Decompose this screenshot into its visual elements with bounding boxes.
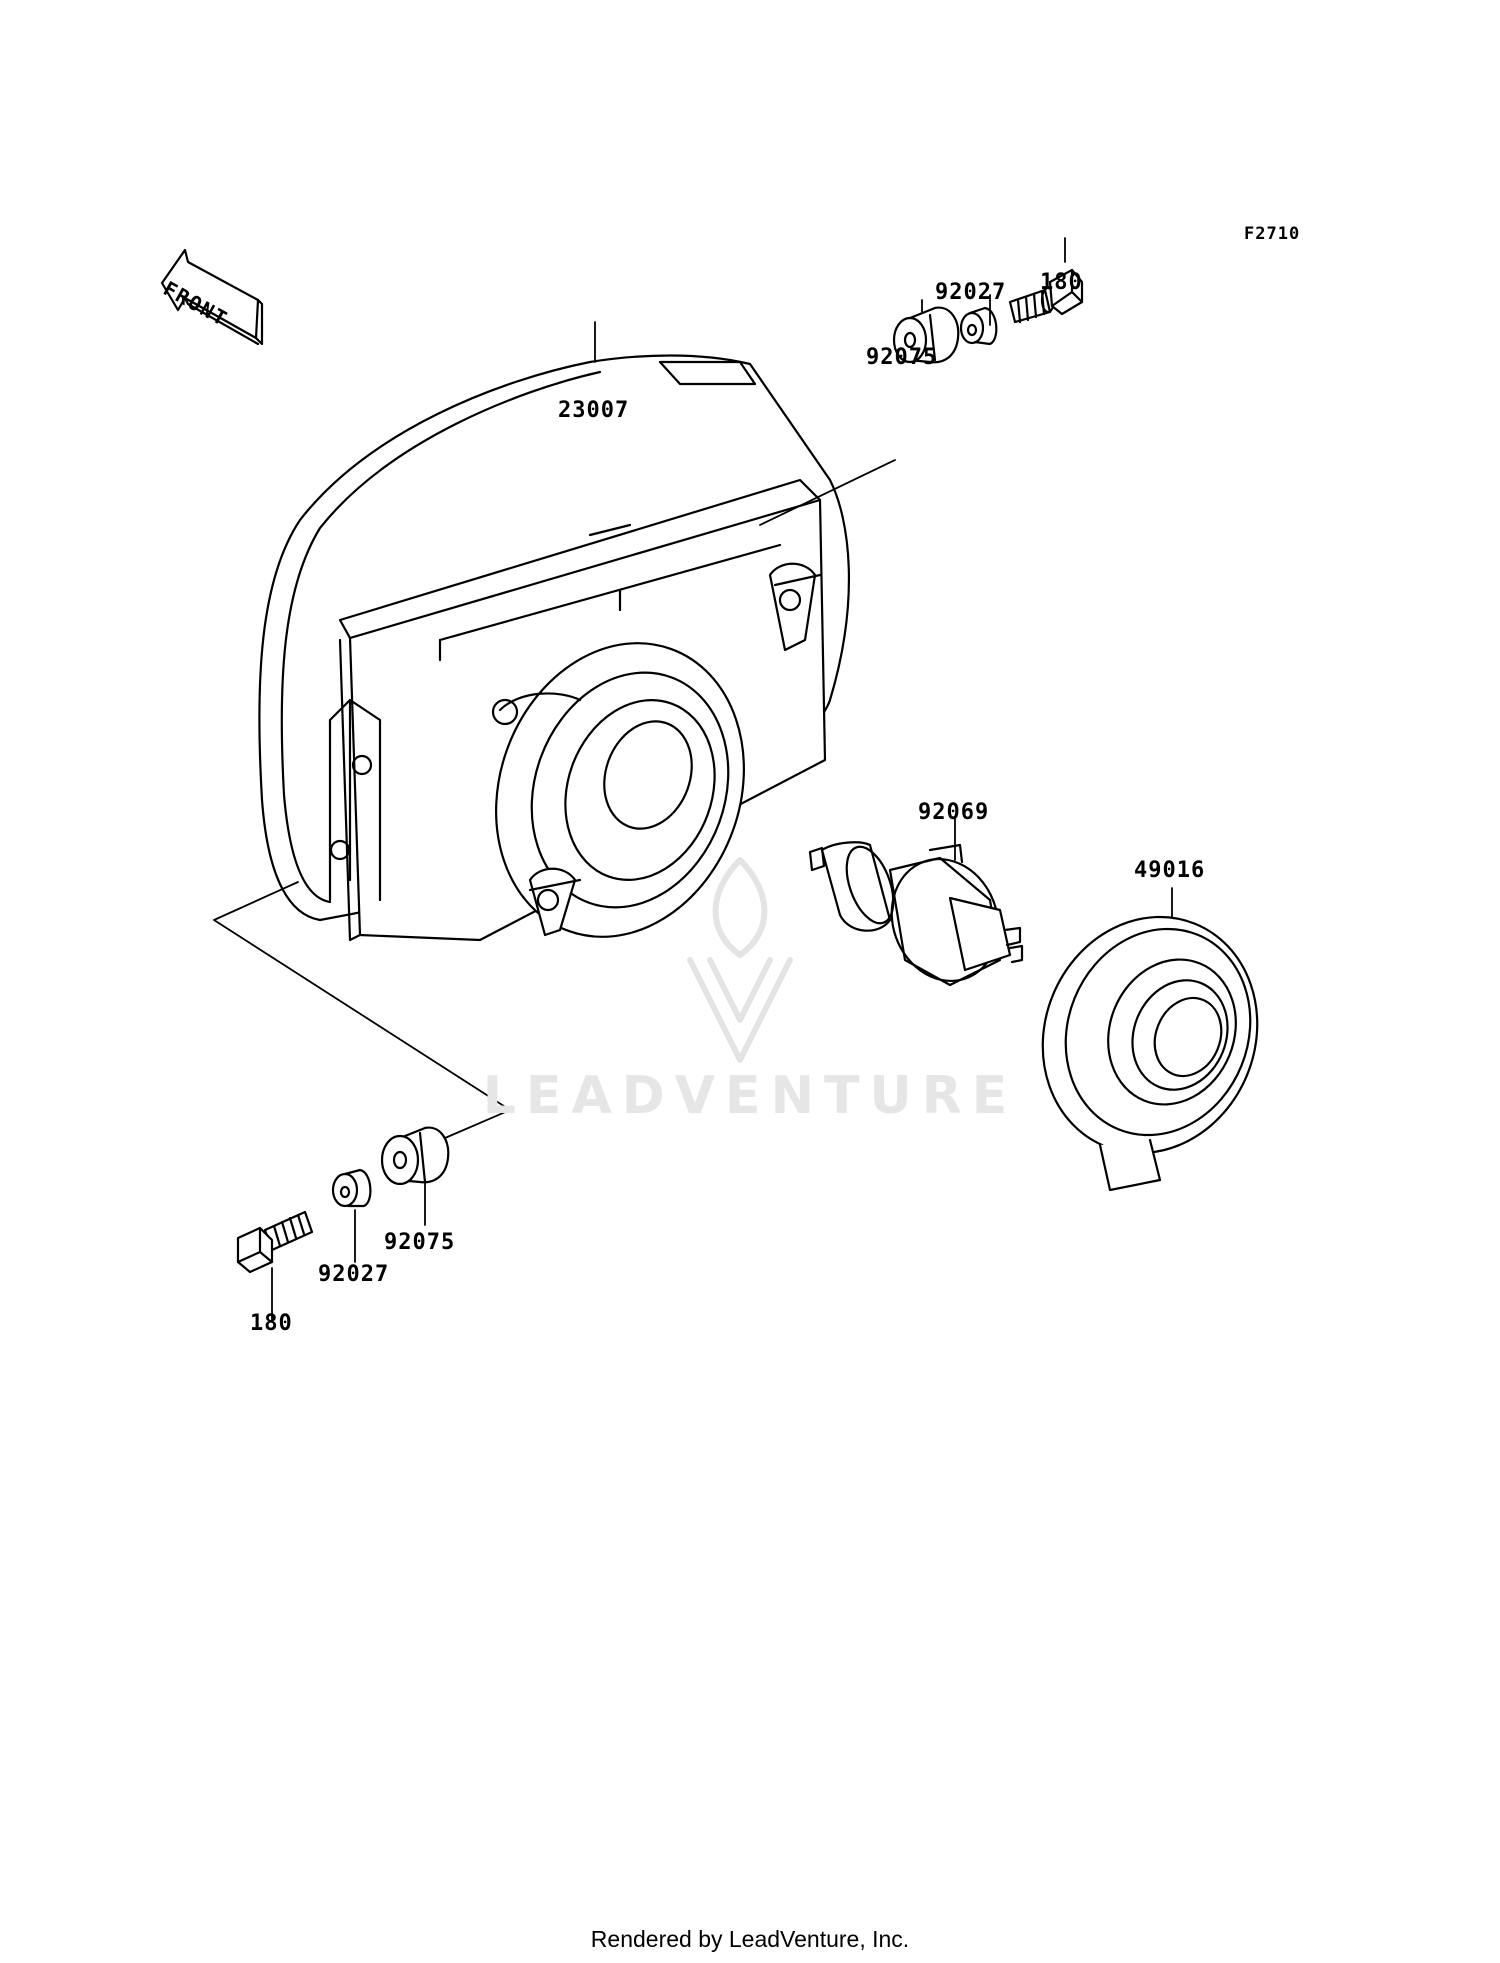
headlight-unit-23007 (258, 354, 851, 942)
callout-bolt-top: 180 (1040, 270, 1083, 295)
callout-bulb-cap: 49016 (1134, 858, 1206, 883)
front-arrow-icon (160, 248, 264, 346)
grommet-92075-bottom (380, 1126, 450, 1186)
bulb-92069 (808, 841, 1024, 987)
callout-collar-top: 92027 (935, 280, 1007, 305)
callout-bulb: 92069 (918, 800, 990, 825)
bulb-cap-49016 (1041, 915, 1259, 1192)
footer-credit: Rendered by LeadVenture, Inc. (590, 1926, 910, 1952)
collar-92027-bottom (331, 1168, 372, 1208)
callout-bolt-bottom: 180 (250, 1311, 293, 1336)
callout-collar-bottom: 92027 (318, 1262, 390, 1287)
bolt-180-top (1008, 268, 1084, 324)
figure-code: F2710 (1244, 224, 1301, 244)
bolt-180-bottom (236, 1210, 314, 1274)
callout-grommet-top: 92075 (866, 345, 938, 370)
collar-92027-top (959, 306, 998, 346)
watermark-text: LEADVENTURE (482, 1066, 1018, 1126)
watermark-logo (687, 857, 793, 1063)
grommet-92075-top (892, 306, 960, 364)
callout-grommet-bottom: 92075 (384, 1230, 456, 1255)
callout-headlight-unit: 23007 (558, 398, 630, 423)
